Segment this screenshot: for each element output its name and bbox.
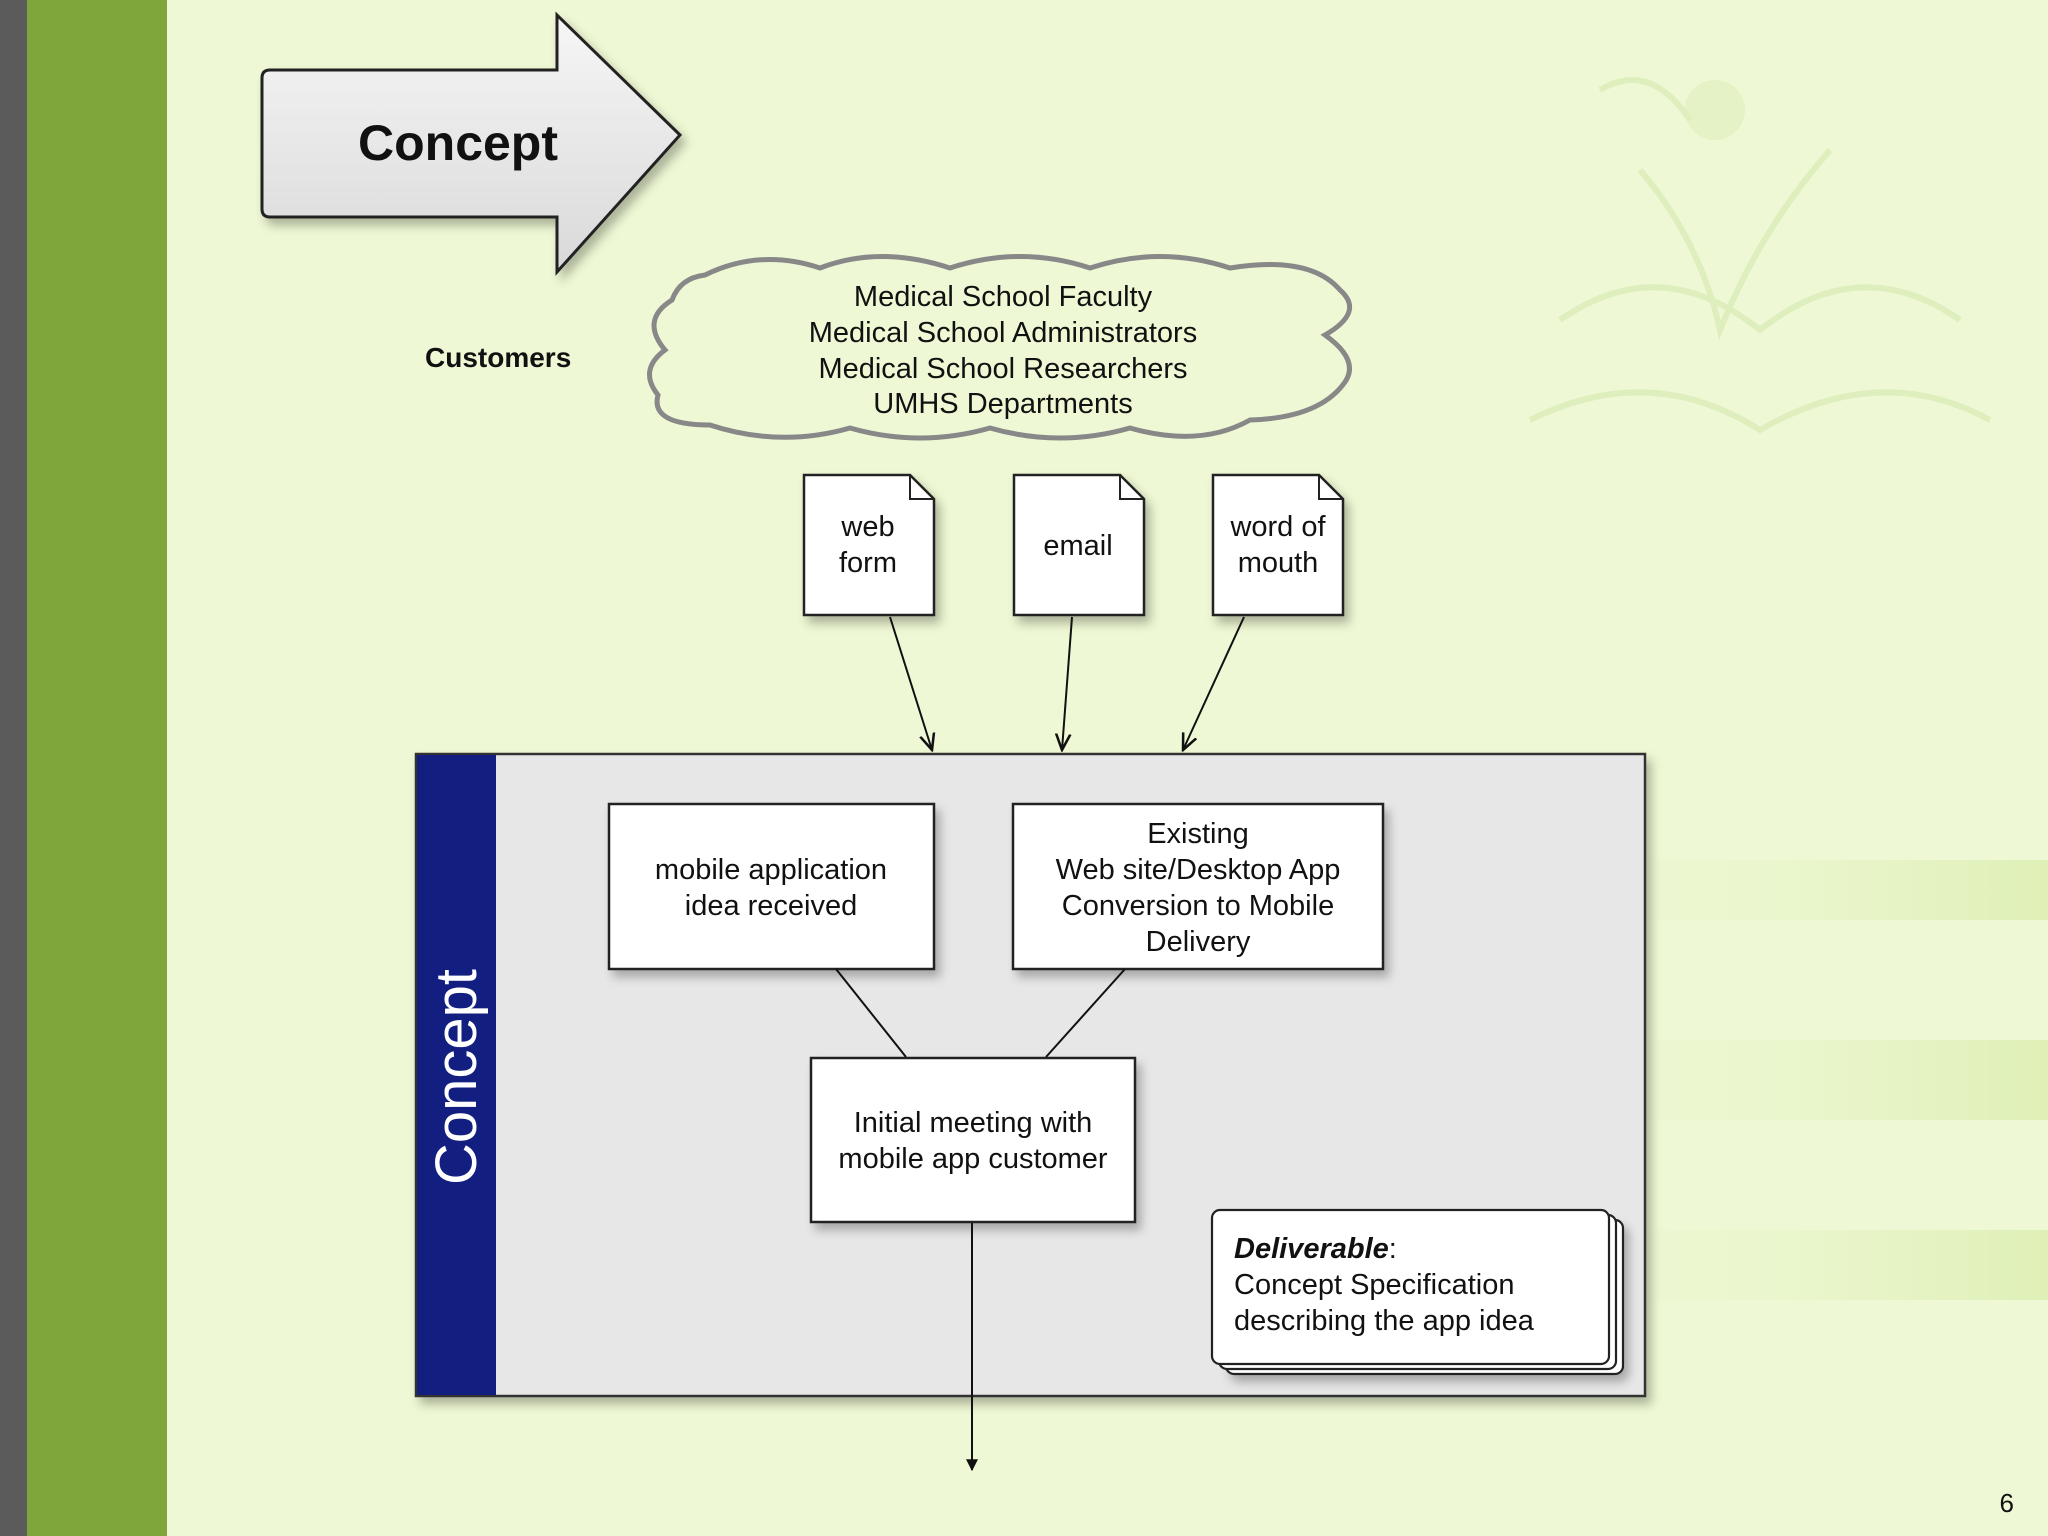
existing-conversion-box: Existing Web site/Desktop App Conversion… [1011, 802, 1385, 971]
customers-label: Customers [425, 342, 571, 373]
box-line: Web site/Desktop App [1056, 854, 1341, 886]
box-line: mobile app customer [838, 1143, 1108, 1175]
channel-label: form [839, 547, 897, 579]
channel-arrow [889, 616, 932, 750]
page-number: 6 [2000, 1488, 2014, 1518]
phase-bar [417, 755, 496, 1395]
svg-text:Deliverable:: Deliverable: [1234, 1233, 1397, 1265]
box-line: Delivery [1146, 926, 1251, 958]
box-line: Initial meeting with [854, 1107, 1093, 1139]
deliverable-line: Concept Specification [1234, 1269, 1515, 1301]
box-line: Conversion to Mobile [1062, 890, 1334, 922]
box-line: mobile application [655, 854, 887, 886]
header-arrow-label: Concept [358, 115, 558, 171]
customer-group: Medical School Faculty [854, 281, 1153, 313]
customer-group: UMHS Departments [873, 388, 1132, 420]
deliverable-colon: : [1389, 1233, 1397, 1265]
channel-label: mouth [1238, 547, 1319, 579]
customer-group: Medical School Administrators [809, 317, 1197, 349]
deliverable-stack: Deliverable: Concept Specification descr… [1210, 1208, 1625, 1376]
idea-received-box: mobile application idea received [607, 802, 936, 971]
background-watermark-icon [1528, 77, 1992, 434]
customer-group: Medical School Researchers [818, 353, 1187, 385]
left-band-green [27, 0, 167, 1536]
customers-cloud: Medical School Faculty Medical School Ad… [647, 254, 1352, 441]
channel-doc-email: email [1012, 473, 1146, 617]
initial-meeting-box: Initial meeting with mobile app customer [809, 1056, 1137, 1224]
phase-label: Concept [424, 969, 489, 1185]
channel-label: web [840, 511, 894, 543]
deliverable-line: describing the app idea [1234, 1305, 1535, 1337]
box-line: idea received [685, 890, 858, 922]
channel-label: email [1043, 530, 1112, 562]
connector-line [1045, 968, 1126, 1058]
channel-arrow [1062, 616, 1073, 750]
channel-doc-word-of-mouth: word of mouth [1211, 473, 1345, 617]
box-line: Existing [1147, 818, 1249, 850]
connector-line [835, 968, 907, 1058]
channel-arrow [1183, 616, 1245, 750]
channel-doc-web-form: web form [802, 473, 936, 617]
left-band-dark [0, 0, 27, 1536]
header-arrow [260, 11, 683, 276]
channel-label: word of [1229, 511, 1326, 543]
deliverable-title: Deliverable [1234, 1233, 1389, 1265]
